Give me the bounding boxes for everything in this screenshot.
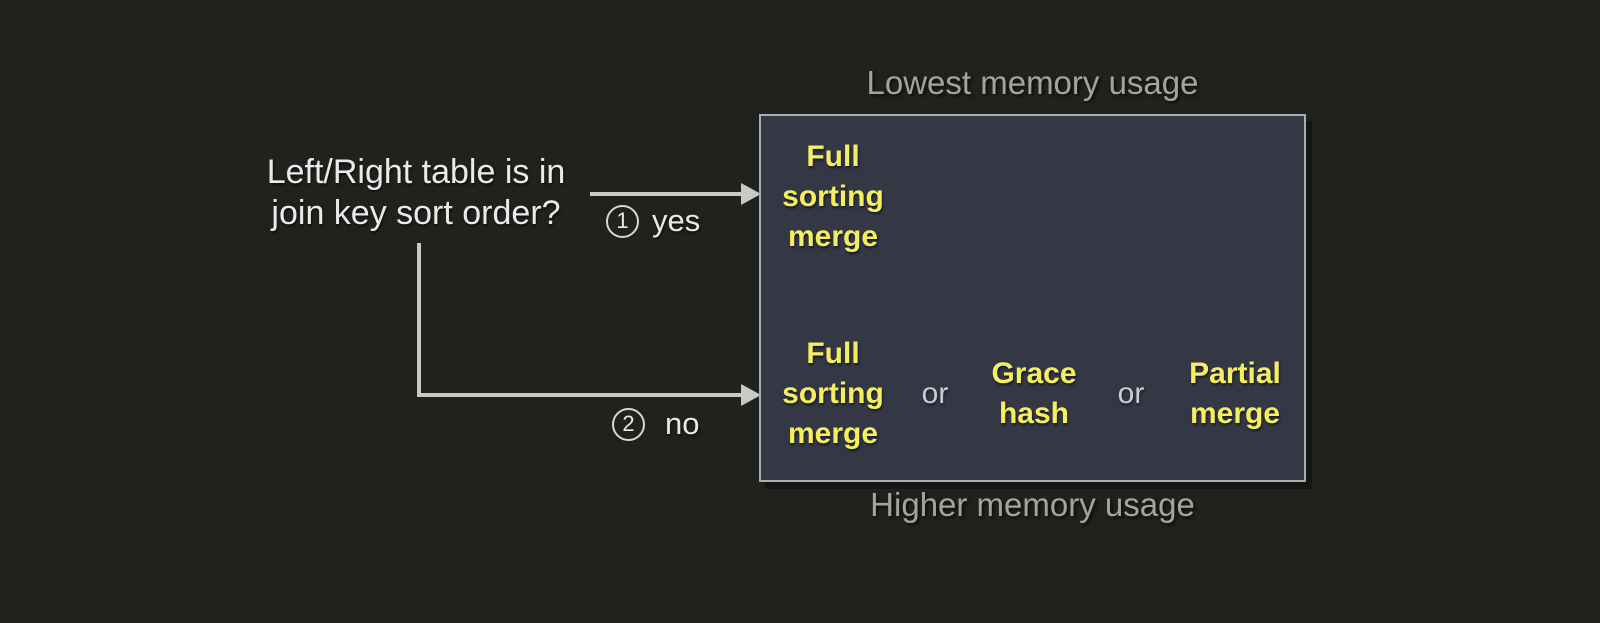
option-full-sorting-merge-sorted: Full sorting merge: [763, 137, 903, 257]
option-grace-hash: Grace hash: [959, 354, 1109, 434]
branch-no-text: no: [665, 406, 700, 441]
label-lowest-memory: Lowest memory usage: [866, 64, 1199, 101]
option-partial-merge: Partial merge: [1160, 354, 1310, 434]
yes-arrowhead-icon: [741, 183, 761, 205]
option-line: merge: [787, 417, 879, 450]
no-branch-vertical-line: [417, 243, 421, 397]
option-line: merge: [1189, 397, 1281, 430]
branch-yes-text: yes: [652, 203, 701, 238]
yes-arrow-line: [590, 192, 742, 196]
option-line: hash: [998, 397, 1070, 430]
question-text: Left/Right table is in join key sort ord…: [240, 152, 592, 234]
question-line-2: join key sort order?: [271, 194, 561, 232]
option-line: Full: [806, 140, 860, 173]
unsorted-options-row: Full sorting merge or Grace hash or Part…: [761, 334, 1304, 458]
option-line: Partial: [1189, 357, 1281, 390]
branch-yes-label: 1 yes: [606, 203, 700, 239]
question-line-1: Left/Right table is in: [266, 153, 566, 191]
algorithms-box: Full sorting merge Full sorting merge or…: [759, 114, 1306, 482]
option-line: sorting: [782, 377, 884, 410]
or-separator: or: [1117, 377, 1145, 410]
branch-no-label: 2 no: [612, 406, 699, 442]
option-line: sorting: [782, 180, 884, 213]
circled-1-icon: 1: [606, 204, 639, 238]
or-separator: or: [921, 377, 949, 410]
circled-2-icon: 2: [612, 407, 645, 441]
option-line: merge: [787, 220, 879, 253]
option-line: Full: [806, 337, 860, 370]
no-arrowhead-icon: [741, 384, 761, 406]
label-higher-memory: Higher memory usage: [870, 486, 1195, 523]
option-line: Grace: [991, 357, 1077, 390]
option-full-sorting-merge: Full sorting merge: [763, 334, 903, 454]
no-arrow-line: [417, 393, 743, 397]
